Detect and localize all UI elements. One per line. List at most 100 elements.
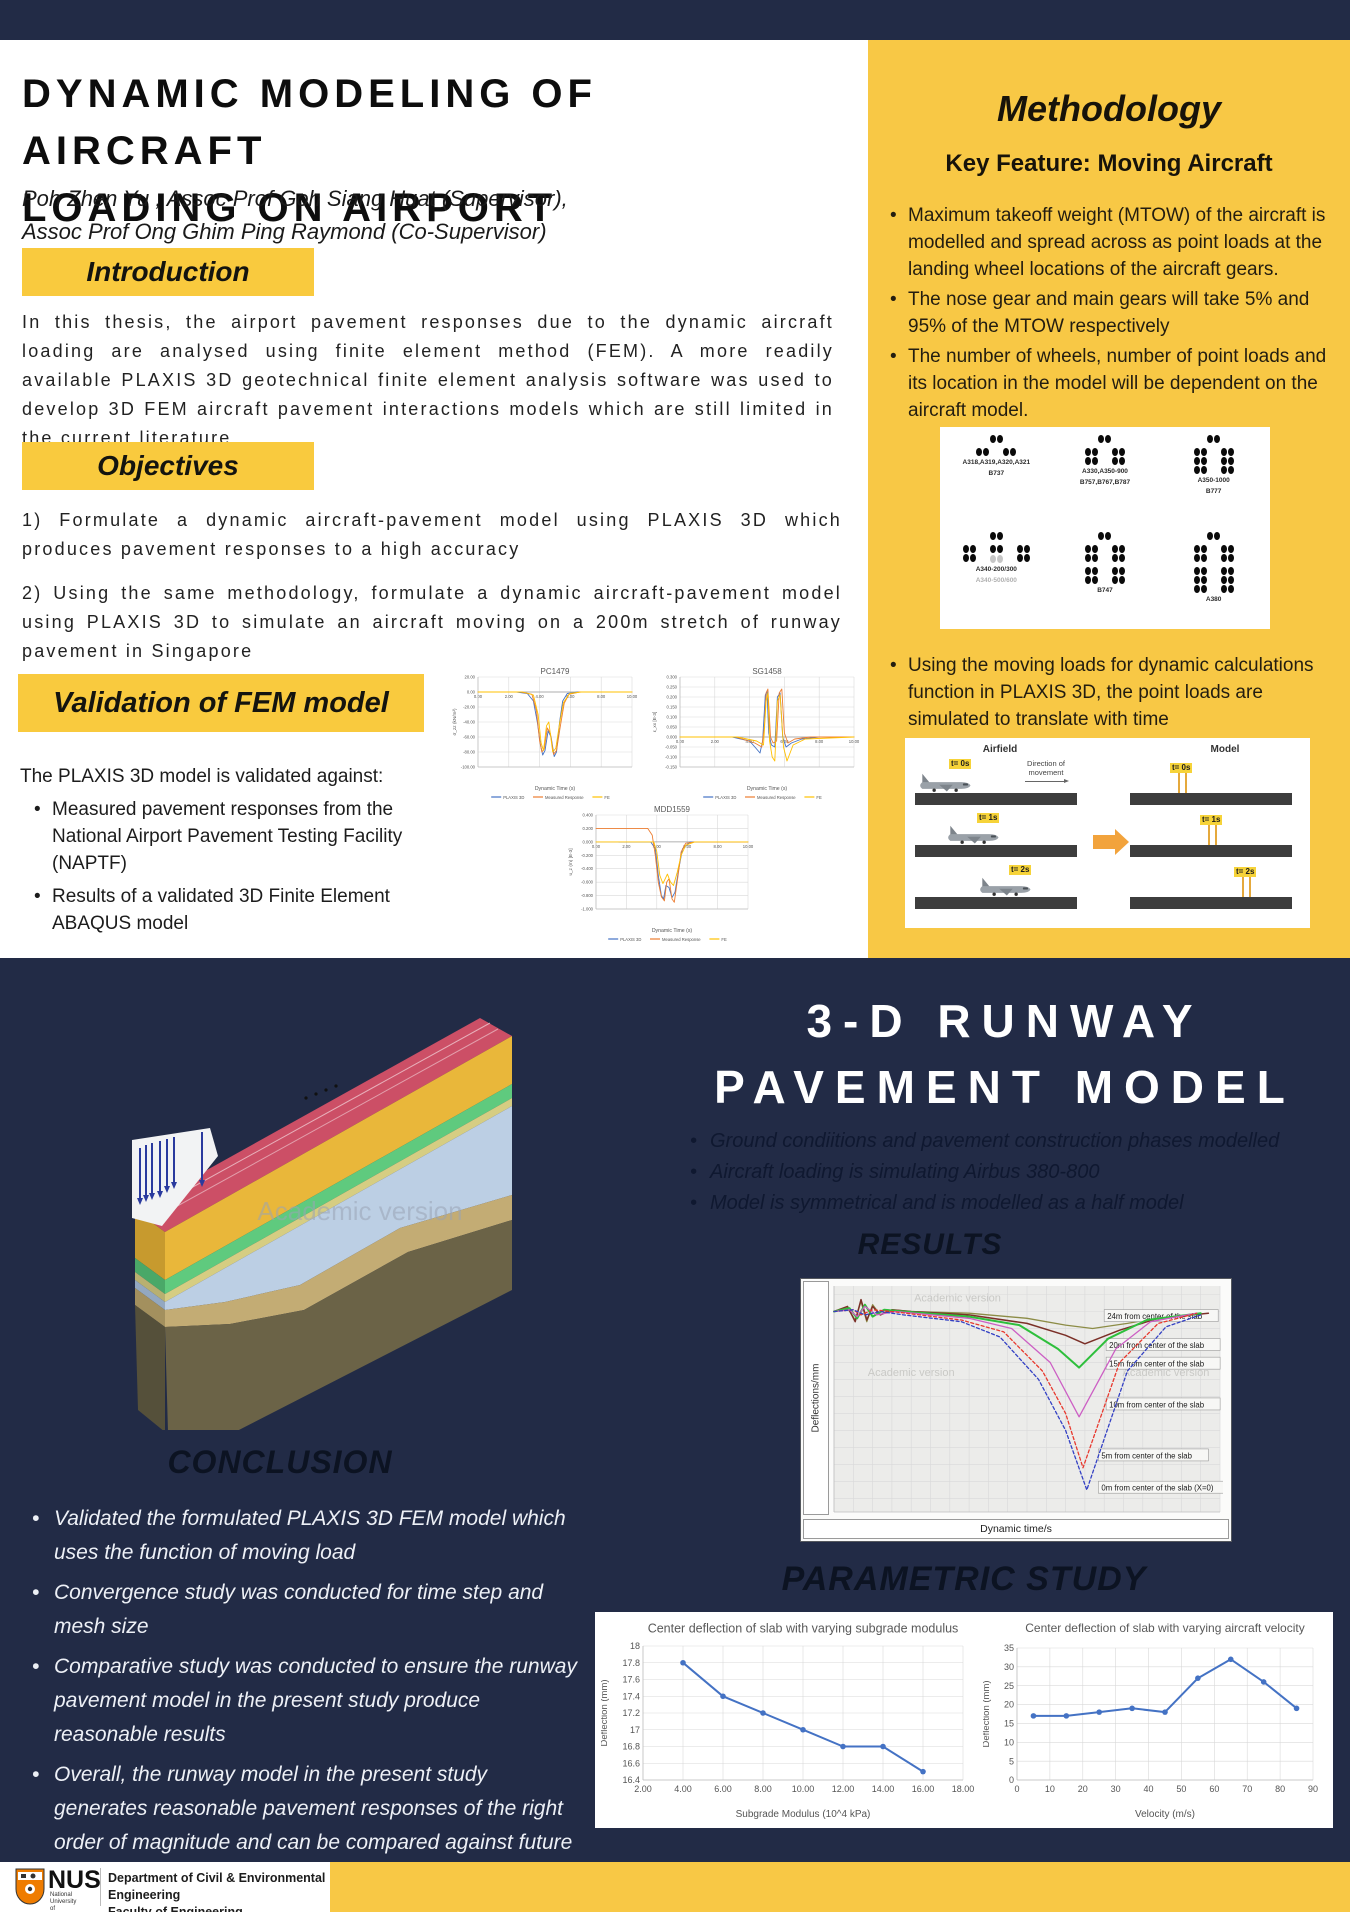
conclusion-bullet-1: Validated the formulated PLAXIS 3D FEM m… [28,1502,580,1570]
svg-text:0.150: 0.150 [667,704,678,709]
svg-text:2.00: 2.00 [634,1784,652,1794]
svg-text:0.250: 0.250 [667,684,678,689]
conclusion-bullet-2: Convergence study was conducted for time… [28,1576,580,1644]
svg-text:0m from center of the slab (X=: 0m from center of the slab (X=0) [1101,1484,1213,1493]
objectives-heading: Objectives [22,442,314,490]
svg-text:6.00: 6.00 [683,844,692,849]
point-load-arrows-icon [1242,873,1251,897]
svg-text:16.4: 16.4 [622,1775,640,1785]
svg-text:FE: FE [721,937,727,942]
svg-text:8.00: 8.00 [597,694,606,699]
svg-text:-100.00: -100.00 [461,764,476,769]
objective-2: 2) Using the same methodology, formulate… [22,583,842,661]
svg-text:Measured Response: Measured Response [545,795,584,800]
svg-text:8.00: 8.00 [815,739,824,744]
nus-subtitle-line-2: of Singapore [50,1906,56,1912]
svg-text:20.00: 20.00 [465,674,476,679]
svg-text:20m from center of the slab: 20m from center of the slab [1109,1341,1205,1350]
model-bullet-list: Ground condiitions and pavement construc… [688,1126,1348,1219]
svg-text:Deflection (mm): Deflection (mm) [983,1680,992,1747]
validation-intro: The PLAXIS 3D model is validated against… [20,766,384,787]
svg-text:0.050: 0.050 [667,724,678,729]
svg-text:18: 18 [630,1641,640,1651]
svg-text:10: 10 [1045,1784,1055,1794]
svg-text:0.200: 0.200 [583,826,594,831]
time-label: t= 2s [1009,865,1032,875]
svg-text:0.000: 0.000 [667,734,678,739]
authors-line-1: Poh Zhen Yu , Assoc Prof Goh Siang Huat … [22,186,568,211]
model-bullet-2: Aircraft loading is simulating Airbus 38… [688,1157,1348,1188]
top-navy-bar [0,0,1350,40]
svg-text:-0.400: -0.400 [581,866,594,871]
results-heading: RESULTS [857,1228,1003,1261]
department-text: Department of Civil & Environmental Engi… [108,1870,338,1912]
aircraft-icon [917,772,975,794]
svg-text:16.00: 16.00 [912,1784,935,1794]
svg-text:25: 25 [1004,1681,1014,1691]
airfield-column: Direction of movement t= 0s t= 1s [915,757,1085,913]
svg-text:14.00: 14.00 [872,1784,895,1794]
department-line-2: Faculty of Engineering [108,1905,243,1912]
conclusion-bullet-3: Comparative study was conducted to ensur… [28,1650,580,1752]
svg-text:Dynamic Time (s): Dynamic Time (s) [535,786,576,792]
direction-arrow-icon [1025,779,1069,783]
svg-text:Center deflection of slab with: Center deflection of slab with varying s… [648,1622,959,1636]
svg-text:-60.00: -60.00 [463,734,476,739]
svg-text:6.00: 6.00 [566,694,575,699]
aircraft-icon [945,824,1003,846]
nus-subtitle: National University of Singapore [50,1892,77,1912]
validation-heading: Validation of FEM model [18,674,424,732]
svg-text:20: 20 [1078,1784,1088,1794]
svg-text:60: 60 [1209,1784,1219,1794]
aircraft-icon [977,876,1035,898]
gear-config: A380 [1159,528,1268,625]
model-title: Model [1210,744,1240,755]
svg-text:Center deflection of slab with: Center deflection of slab with varying a… [1025,1621,1304,1635]
svg-text:ε_xx [E-3]: ε_xx [E-3] [652,712,657,733]
nus-logo-icon [15,1868,45,1905]
svg-text:PLAXIS 3D: PLAXIS 3D [620,937,641,942]
svg-text:12.00: 12.00 [832,1784,855,1794]
svg-text:30: 30 [1004,1662,1014,1672]
svg-text:0.100: 0.100 [667,714,678,719]
svg-text:30: 30 [1111,1784,1121,1794]
runway-bar [1130,845,1292,857]
time-label: t= 0s [1170,763,1193,773]
svg-text:0.000: 0.000 [583,839,594,844]
svg-text:PLAXIS 3D: PLAXIS 3D [715,795,736,800]
methodology-bullet-3: The number of wheels, number of point lo… [888,343,1340,424]
svg-text:Deflection (mm): Deflection (mm) [601,1679,610,1746]
nus-wordmark: NUS [48,1866,101,1894]
svg-text:50: 50 [1176,1784,1186,1794]
methodology-heading: Methodology [997,88,1221,129]
authors-line-2: Assoc Prof Ong Ghim Ping Raymond (Co-Sup… [22,219,547,244]
svg-text:17.4: 17.4 [622,1691,640,1701]
svg-text:σ_zz (kN/m²): σ_zz (kN/m²) [452,708,457,736]
point-load-arrows-icon [1208,821,1217,845]
svg-text:SG1458: SG1458 [752,667,782,676]
model-heading-line-2: PAVEMENT MODEL [714,1061,1296,1113]
results-y-axis: Deflections/mm [803,1281,829,1515]
model-bullet-3: Model is symmetrical and is modelled as … [688,1188,1348,1219]
svg-text:35: 35 [1004,1643,1014,1653]
time-label: t= 1s [977,813,1000,823]
svg-text:40: 40 [1144,1784,1154,1794]
svg-text:Velocity (m/s): Velocity (m/s) [1135,1809,1195,1820]
svg-text:17.2: 17.2 [622,1708,640,1718]
svg-text:0.200: 0.200 [667,694,678,699]
svg-text:PLAXIS 3D: PLAXIS 3D [503,795,524,800]
svg-text:8.00: 8.00 [754,1784,772,1794]
svg-text:FE: FE [604,795,610,800]
svg-text:-0.600: -0.600 [581,880,594,885]
svg-text:-0.200: -0.200 [581,853,594,858]
results-x-axis-label: Dynamic time/s [803,1519,1229,1539]
svg-text:10.00: 10.00 [849,739,860,744]
conclusion-list: Validated the formulated PLAXIS 3D FEM m… [28,1502,580,1900]
svg-text:4.00: 4.00 [653,844,662,849]
academic-version-watermark: Academic version [257,1196,462,1226]
methodology-bullet-1: Maximum takeoff weight (MTOW) of the air… [888,202,1340,283]
